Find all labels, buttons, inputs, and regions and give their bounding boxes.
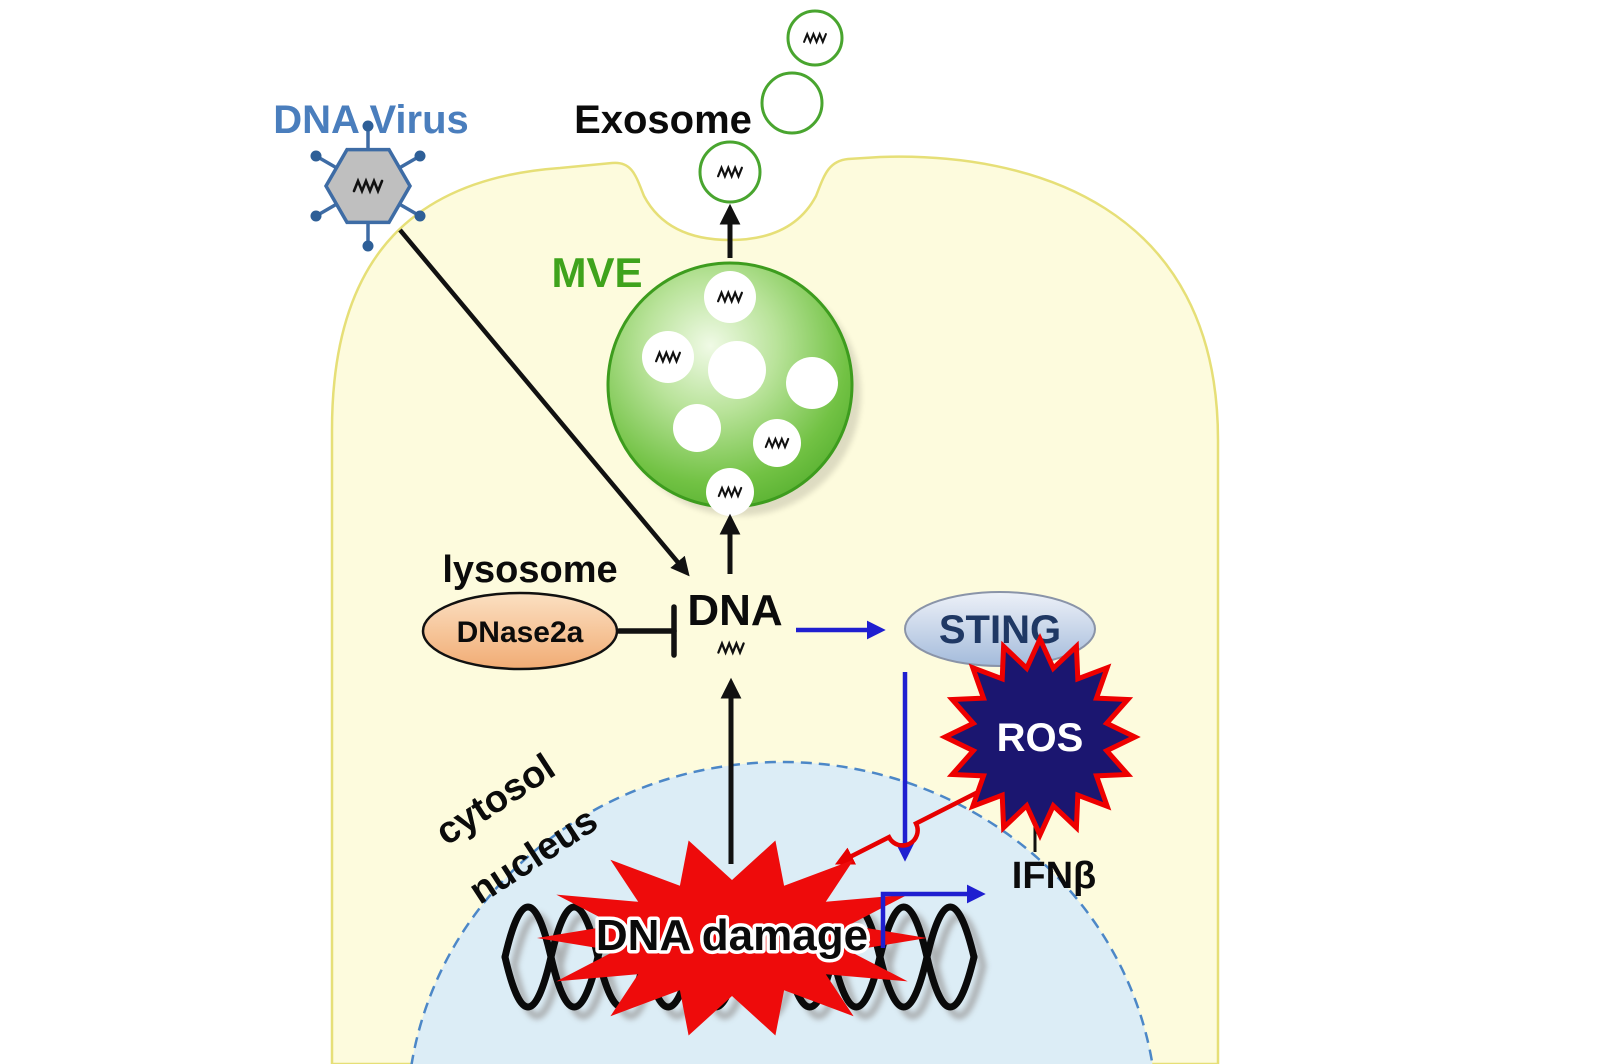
virus-icon <box>310 120 426 252</box>
ifnb-label: IFNβ <box>1012 855 1096 897</box>
inhibition-bar <box>616 604 677 658</box>
sting-body <box>904 591 1096 667</box>
dnase2a-label: DNase2a <box>457 616 584 649</box>
intraluminal-vesicle <box>708 341 766 399</box>
dna-damage-label: DNA damage <box>596 911 868 960</box>
exosome-vesicle <box>760 71 824 135</box>
exosome-vesicles <box>698 9 844 204</box>
dna-damage-star <box>537 840 927 1036</box>
ros-to-damage-arrow <box>834 785 988 865</box>
lysosome-label: lysosome <box>442 549 617 591</box>
mve-label: MVE <box>551 249 642 296</box>
ros-star <box>939 632 1141 842</box>
intraluminal-vesicle <box>673 404 721 452</box>
intraluminal-vesicle <box>786 357 838 409</box>
dna-label: DNA <box>687 586 782 635</box>
helix-to-ifnb-arrow <box>880 884 986 948</box>
ros-label: ROS <box>997 716 1084 760</box>
mve-vesicles <box>642 271 838 516</box>
exosome-label: Exosome <box>574 98 752 142</box>
dna-virus-label: DNA Virus <box>273 98 469 142</box>
virus-to-dna-arrow <box>398 228 690 577</box>
